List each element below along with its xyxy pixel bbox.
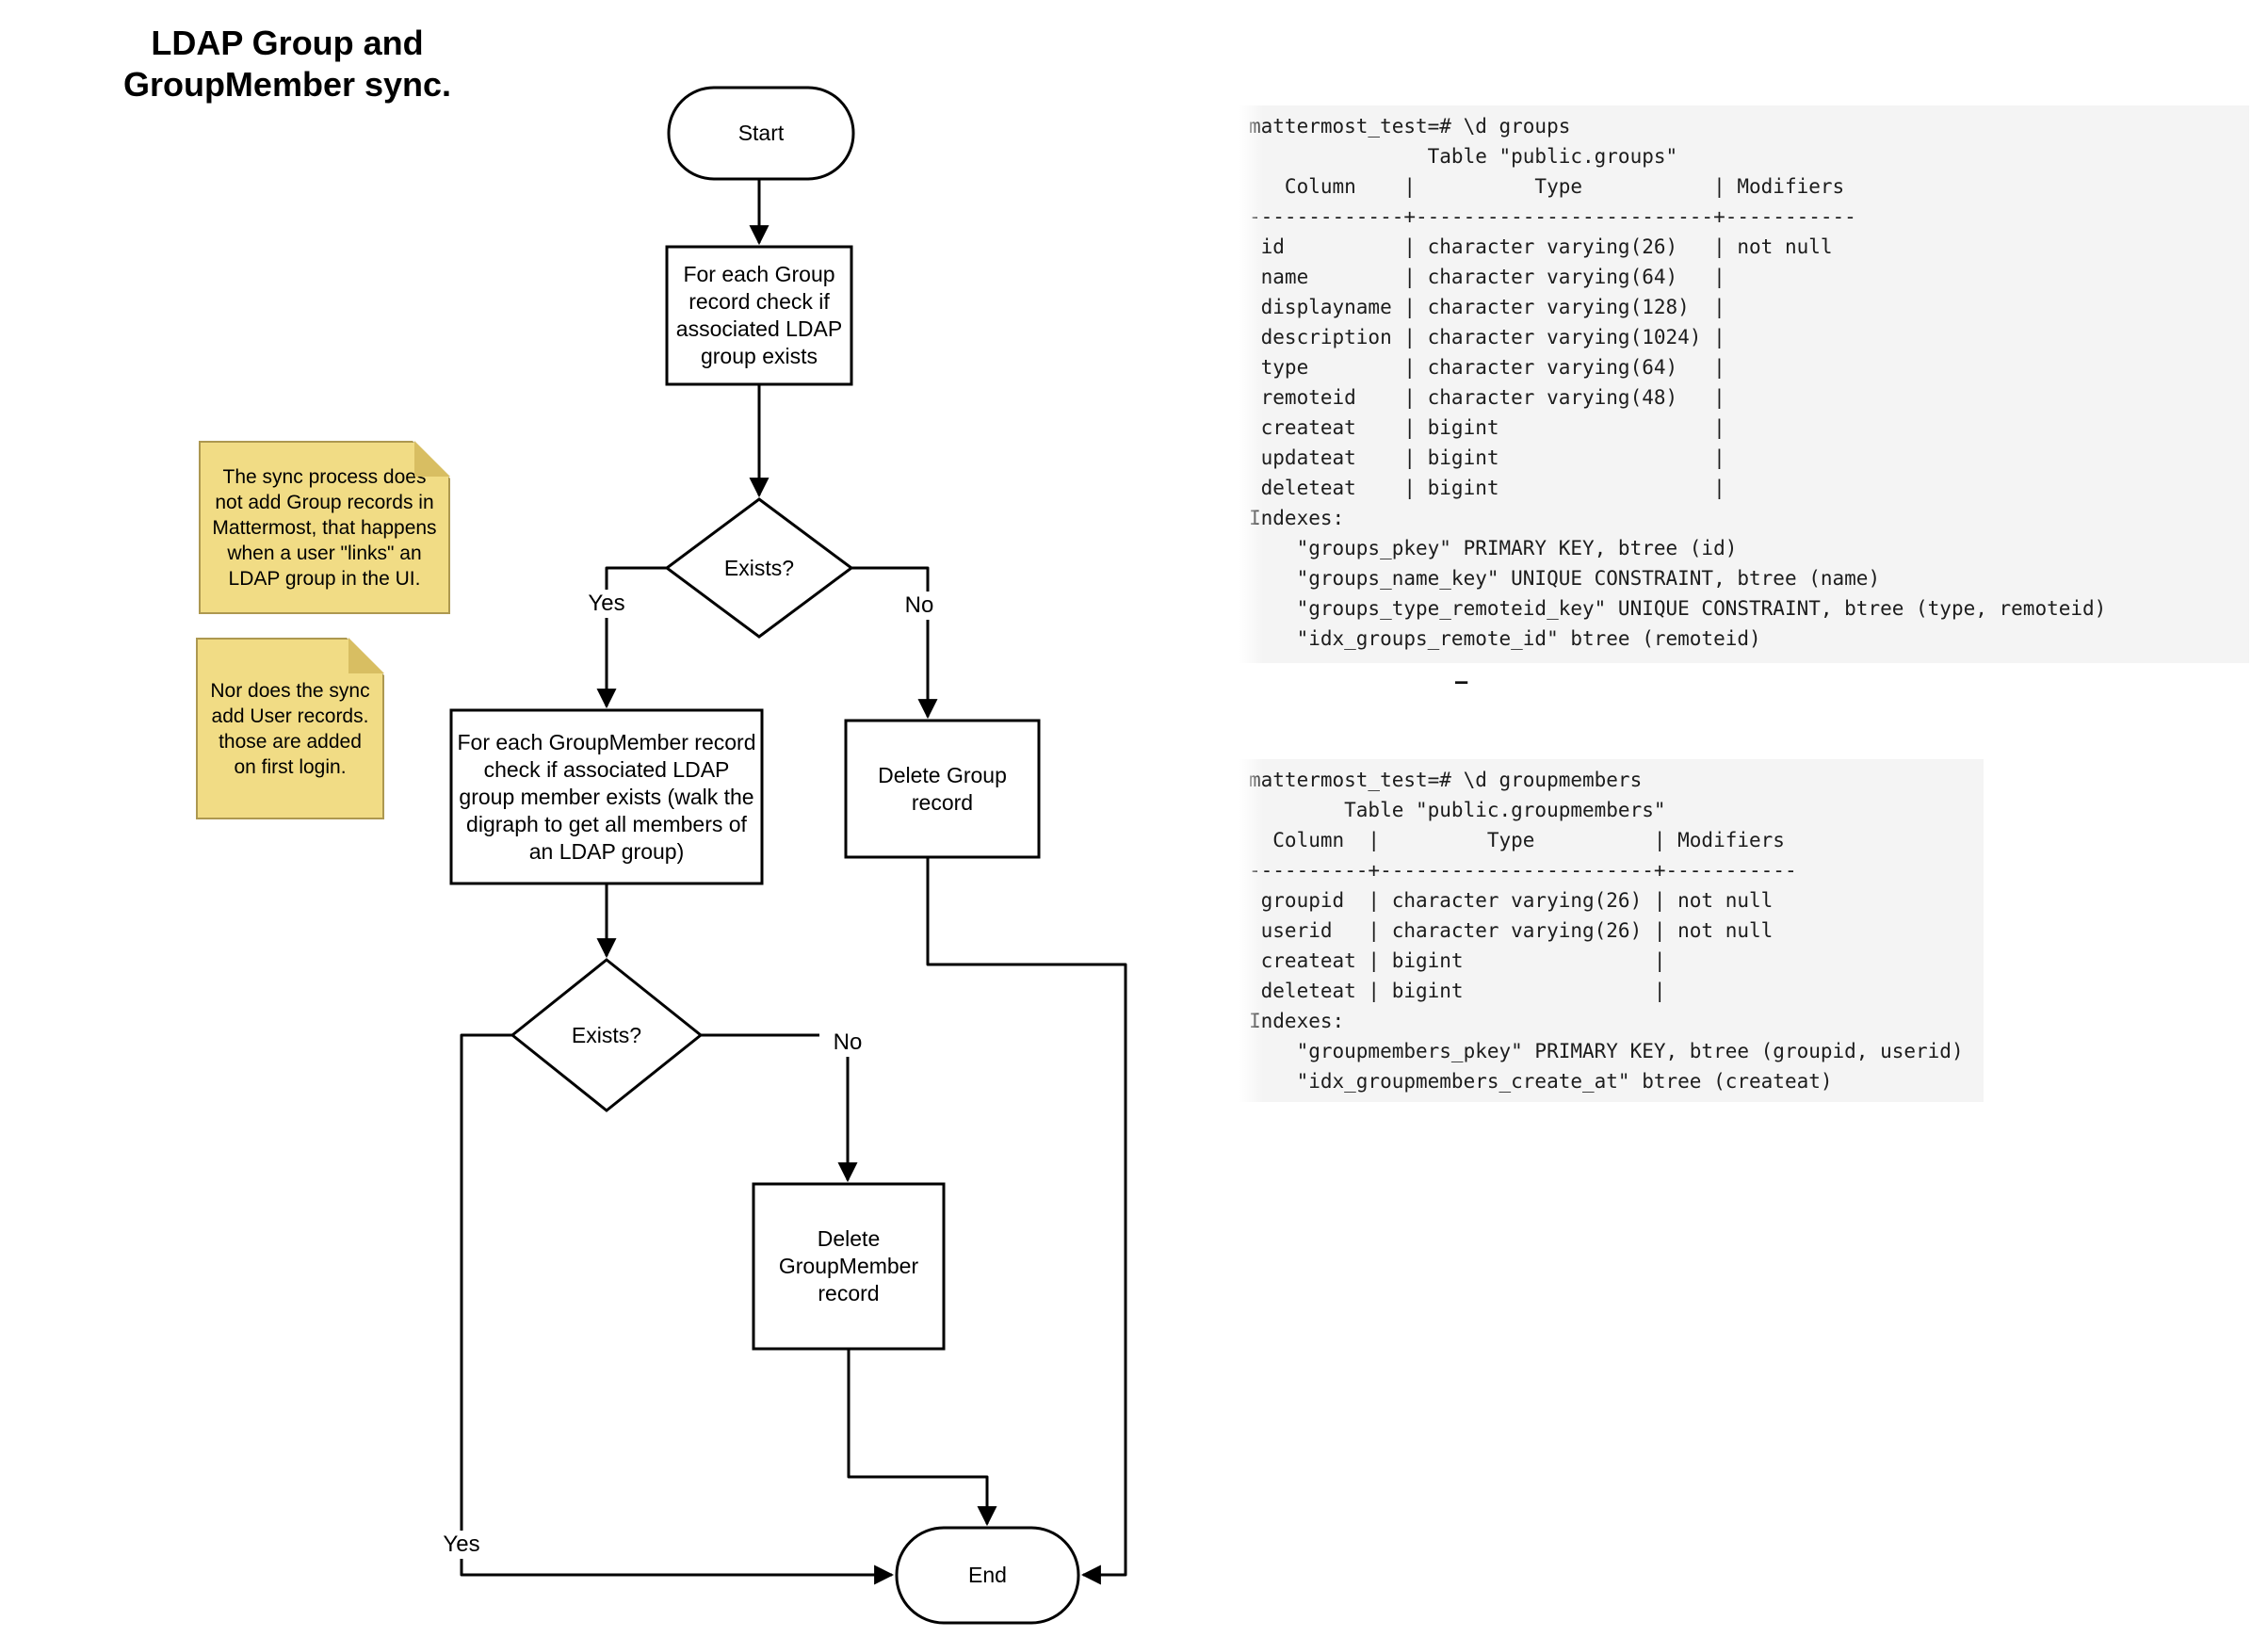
edge-deletegroup-to-end (926, 857, 1127, 1585)
edge-exists2-no (701, 1033, 858, 1183)
prompt-cursor: — (1455, 671, 1468, 694)
delete-group-label: Delete Group record (878, 762, 1007, 815)
edge-exists1-yes (596, 566, 667, 709)
edge-deletegroupmember-to-end (847, 1349, 997, 1527)
psql-groupmembers-table-output: mattermost_test=# \d groupmembers Table … (1239, 759, 1984, 1102)
exists2-yes-label: Yes (431, 1531, 492, 1559)
sticky-note-text: Nor does the sync add User records. thos… (210, 679, 370, 778)
delete-groupmember-node (752, 1182, 946, 1351)
edge-exists1-no (851, 566, 938, 720)
edge-exists2-yes-to-end (460, 1033, 895, 1585)
end-node (895, 1526, 1080, 1625)
end-label: End (968, 1563, 1007, 1587)
sticky-note-text: The sync process does not add Group reco… (212, 465, 437, 590)
start-node (667, 86, 855, 181)
exists2-label: Exists? (571, 1022, 642, 1047)
sticky-note-group-sync: The sync process does not add Group reco… (199, 441, 450, 614)
exists1-no-label: No (891, 592, 948, 620)
exists2-decision (510, 958, 704, 1112)
page-title: LDAP Group and GroupMember sync. (122, 24, 452, 104)
exists2-no-label: No (819, 1029, 876, 1057)
delete-groupmember-label: Delete GroupMember record (778, 1226, 919, 1305)
check-groupmember-node (449, 708, 764, 885)
exists1-yes-label: Yes (573, 590, 640, 618)
exists1-label: Exists? (723, 555, 795, 580)
note-fold-icon (414, 441, 450, 477)
sticky-note-user-sync: Nor does the sync add User records. thos… (196, 638, 384, 819)
psql-groups-table-output: mattermost_test=# \d groups Table "publi… (1239, 105, 2249, 663)
note-fold-icon (348, 638, 384, 673)
check-groupmember-label: For each GroupMember record check if ass… (457, 729, 756, 864)
check-group-label: For each Group record check if associate… (675, 262, 843, 368)
delete-group-node (844, 719, 1041, 859)
check-group-node (665, 245, 853, 386)
start-label: Start (737, 121, 785, 145)
exists1-decision (664, 497, 854, 639)
